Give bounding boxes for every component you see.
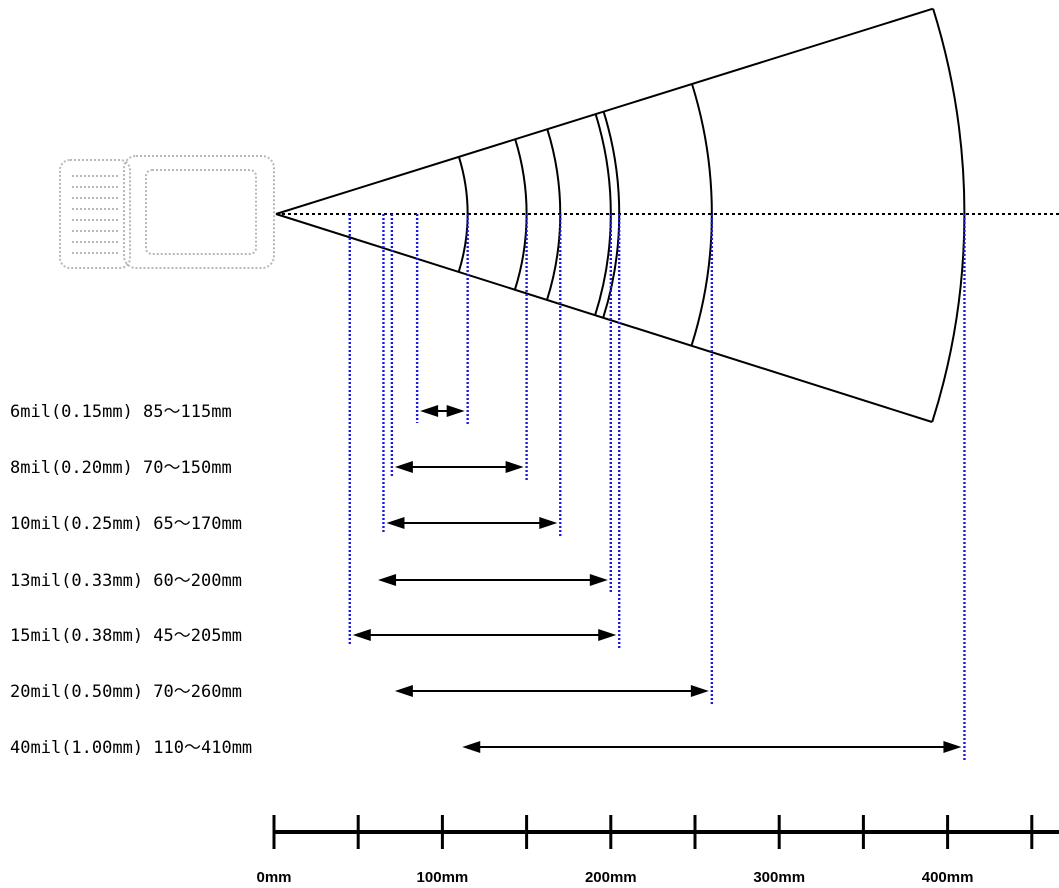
arrowhead-right — [598, 629, 617, 641]
arrowhead-right — [505, 461, 524, 473]
scanner-screen — [145, 169, 257, 255]
arrowhead-left — [352, 629, 371, 641]
arrowhead-left — [378, 574, 397, 586]
zone-label: 8mil(0.20mm) 70～150mm — [10, 458, 232, 478]
scale-label: 100mm — [417, 869, 469, 886]
scan-zone-row: 6mil(0.15mm) 85～115mm — [10, 402, 465, 422]
scanner-keypad — [59, 159, 131, 269]
zone-label: 6mil(0.15mm) 85～115mm — [10, 402, 232, 422]
arrowhead-left — [420, 405, 439, 417]
arrowhead-right — [589, 574, 608, 586]
arrowhead-left — [462, 741, 481, 753]
zone-label: 20mil(0.50mm) 70～260mm — [10, 682, 242, 702]
zone-label: 10mil(0.25mm) 65～170mm — [10, 514, 242, 534]
arrowhead-right — [943, 741, 962, 753]
scale-label: 200mm — [585, 869, 637, 886]
scan-zone-row: 15mil(0.38mm) 45～205mm — [10, 626, 617, 646]
range-arc — [931, 8, 966, 423]
arrowhead-right — [539, 517, 558, 529]
zone-label: 13mil(0.33mm) 60～200mm — [10, 571, 242, 591]
scan-zone-row: 40mil(1.00mm) 110～410mm — [10, 738, 962, 758]
scan-zone-row: 10mil(0.25mm) 65～170mm — [10, 514, 558, 534]
zone-label: 15mil(0.38mm) 45～205mm — [10, 626, 242, 646]
scale-label: 300mm — [753, 869, 805, 886]
scan-cone — [275, 7, 1059, 423]
scan-zone-row: 20mil(0.50mm) 70～260mm — [10, 682, 709, 702]
scan-zone-row: 8mil(0.20mm) 70～150mm — [10, 458, 524, 478]
arrowhead-right — [446, 405, 465, 417]
arrowhead-left — [394, 685, 413, 697]
arrowhead-left — [394, 461, 413, 473]
arrowhead-left — [386, 517, 405, 529]
scale-label: 400mm — [922, 869, 974, 886]
scan-zones: 6mil(0.15mm) 85～115mm 8mil(0.20mm) 70～150… — [10, 402, 962, 758]
barcode-scanner-icon — [59, 155, 275, 269]
scale-label: 0mm — [256, 869, 291, 886]
scan-zone-row: 13mil(0.33mm) 60～200mm — [10, 571, 608, 591]
cone-lower-edge — [275, 213, 933, 423]
scanner-body — [123, 155, 275, 269]
arrowhead-right — [690, 685, 709, 697]
distance-guides — [348, 214, 966, 760]
zone-label: 40mil(1.00mm) 110～410mm — [10, 738, 252, 758]
distance-scale: 0mm 100mm 200mm 300mm 400mm — [256, 815, 1059, 886]
